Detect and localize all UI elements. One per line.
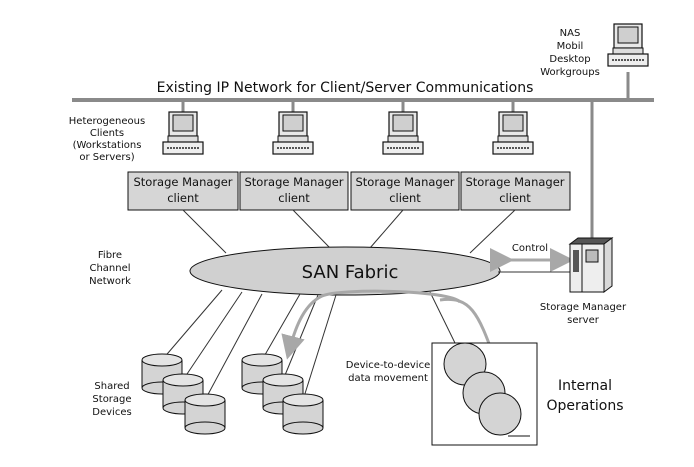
svg-text:NAS: NAS [560, 28, 581, 39]
svg-text:or Servers): or Servers) [79, 152, 134, 163]
shared-storage-label: Shared Storage Devices [92, 381, 131, 418]
client-2: Storage Manager client [239, 100, 349, 211]
svg-text:Workgroups: Workgroups [540, 67, 600, 78]
network-title: Existing IP Network for Client/Server Co… [157, 80, 534, 96]
client-computer-icon [272, 111, 314, 155]
disk-icon [184, 393, 226, 435]
client-computer-icon [382, 111, 424, 155]
svg-text:client: client [167, 191, 199, 205]
internal-operations-device [431, 342, 538, 446]
clients-label: Heterogeneous Clients (Workstations or S… [69, 116, 145, 163]
svg-text:Clients: Clients [90, 128, 124, 139]
shared-storage-group-2 [241, 353, 324, 435]
svg-text:Desktop: Desktop [549, 54, 590, 65]
svg-text:Storage Manager: Storage Manager [465, 175, 564, 189]
san-fabric-label: SAN Fabric [302, 262, 399, 283]
svg-text:client: client [389, 191, 421, 205]
svg-text:data movement: data movement [348, 373, 428, 384]
server-label: Storage Manager server [540, 302, 627, 326]
client-computer-icon [162, 111, 204, 155]
data-movement-arrow [281, 289, 462, 360]
svg-text:Operations: Operations [547, 398, 624, 414]
client-3: Storage Manager client [350, 100, 460, 211]
fibre-channel-label: Fibre Channel Network [89, 250, 131, 287]
nas-computer-icon [607, 23, 649, 67]
svg-text:Mobil: Mobil [557, 41, 584, 52]
svg-text:Heterogeneous: Heterogeneous [69, 116, 145, 127]
shared-storage-group-1 [141, 353, 226, 435]
svg-text:Channel: Channel [89, 263, 130, 274]
client-4: Storage Manager client [460, 100, 571, 211]
svg-text:Internal: Internal [558, 378, 612, 394]
client-computer-icon [492, 111, 534, 155]
control-label: Control [512, 243, 548, 254]
client-1: Storage Manager client [127, 100, 239, 211]
storage-manager-server-icon [568, 237, 614, 293]
svg-text:Storage: Storage [92, 394, 131, 405]
svg-text:Fibre: Fibre [98, 250, 122, 261]
internal-operations-label: Internal Operations [547, 378, 624, 414]
nas-label: NAS Mobil Desktop Workgroups [540, 28, 600, 78]
svg-text:Network: Network [89, 276, 131, 287]
svg-text:Shared: Shared [94, 381, 129, 392]
svg-text:client: client [278, 191, 310, 205]
svg-text:Storage Manager: Storage Manager [133, 175, 232, 189]
data-movement-label: Device-to-device data movement [346, 360, 431, 384]
disk-icon [282, 393, 324, 435]
svg-text:(Workstations: (Workstations [73, 140, 142, 151]
svg-text:server: server [567, 315, 600, 326]
svg-text:Device-to-device: Device-to-device [346, 360, 431, 371]
svg-text:Storage Manager: Storage Manager [355, 175, 454, 189]
svg-text:Devices: Devices [92, 407, 131, 418]
svg-text:client: client [499, 191, 531, 205]
svg-text:Storage Manager: Storage Manager [244, 175, 343, 189]
client-fabric-links [182, 209, 516, 254]
svg-text:Storage Manager: Storage Manager [540, 302, 627, 313]
